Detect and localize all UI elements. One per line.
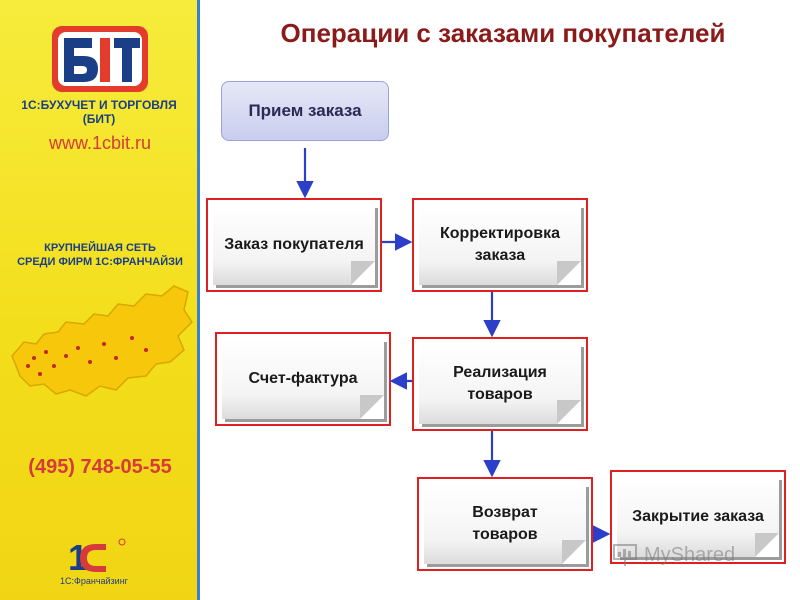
node-goods-sale: Реализация товаров (412, 337, 588, 431)
slogan-line: КРУПНЕЙШАЯ СЕТЬ (44, 242, 156, 254)
node-order-closing: Закрытие заказа (610, 470, 786, 564)
watermark: MyShared (612, 538, 788, 572)
watermark-text: MyShared (644, 543, 736, 566)
node-label: Заказ покупателя (224, 236, 364, 253)
russia-map-icon (11, 285, 193, 397)
network-slogan: КРУПНЕЙШАЯ СЕТЬ СРЕДИ ФИРМ 1С:ФРАНЧАЙЗИ (0, 241, 200, 269)
node-label: Реализация (453, 364, 547, 381)
node-label: Закрытие заказа (632, 508, 764, 525)
page-fold-icon (360, 395, 384, 419)
presentation-icon (613, 544, 637, 566)
brand-name: 1С:БУХУЧЕТ И ТОРГОВЛЯ (БИТ) (6, 98, 192, 126)
page-fold-icon (755, 533, 779, 557)
bit-logo-icon (52, 26, 148, 92)
page-fold-icon (562, 540, 586, 564)
node-card: Закрытие заказа (617, 477, 779, 557)
node-card: Счет-фактура (222, 339, 384, 419)
site-url-link[interactable]: www.1cbit.ru (48, 133, 152, 153)
page-fold-icon (557, 400, 581, 424)
brand-line: (БИТ) (82, 112, 116, 126)
page-title: Операции с заказами покупателей (280, 18, 726, 48)
node-label: Возврат (472, 504, 538, 521)
node-invoice: Счет-фактура (215, 332, 391, 426)
page-fold-icon (351, 261, 375, 285)
node-goods-return: Возврат товаров (417, 477, 593, 571)
start-node-order-intake: Прием заказа (221, 81, 389, 141)
node-label: Счет-фактура (248, 370, 358, 387)
phone-number: (495) 748-05-55 (28, 456, 172, 478)
node-card: Возврат товаров (424, 484, 586, 564)
franchise-label: 1С:Франчайзинг (60, 576, 128, 586)
1c-logo-icon: 1 (68, 537, 126, 576)
page-fold-icon (557, 261, 581, 285)
node-customer-order: Заказ покупателя (206, 198, 382, 292)
node-card: Корректировка заказа (419, 205, 581, 285)
brand-line: 1С:БУХУЧЕТ И ТОРГОВЛЯ (21, 98, 177, 112)
node-label: товаров (472, 526, 538, 543)
node-card: Заказ покупателя (213, 205, 375, 285)
node-label: заказа (474, 247, 526, 264)
node-card: Реализация товаров (419, 344, 581, 424)
node-order-correction: Корректировка заказа (412, 198, 588, 292)
node-label: Корректировка (440, 225, 560, 242)
slogan-line: СРЕДИ ФИРМ 1С:ФРАНЧАЙЗИ (17, 256, 183, 268)
node-label: товаров (467, 386, 533, 403)
sidebar: 1С:БУХУЧЕТ И ТОРГОВЛЯ (БИТ) www.1cbit.ru… (0, 0, 200, 600)
